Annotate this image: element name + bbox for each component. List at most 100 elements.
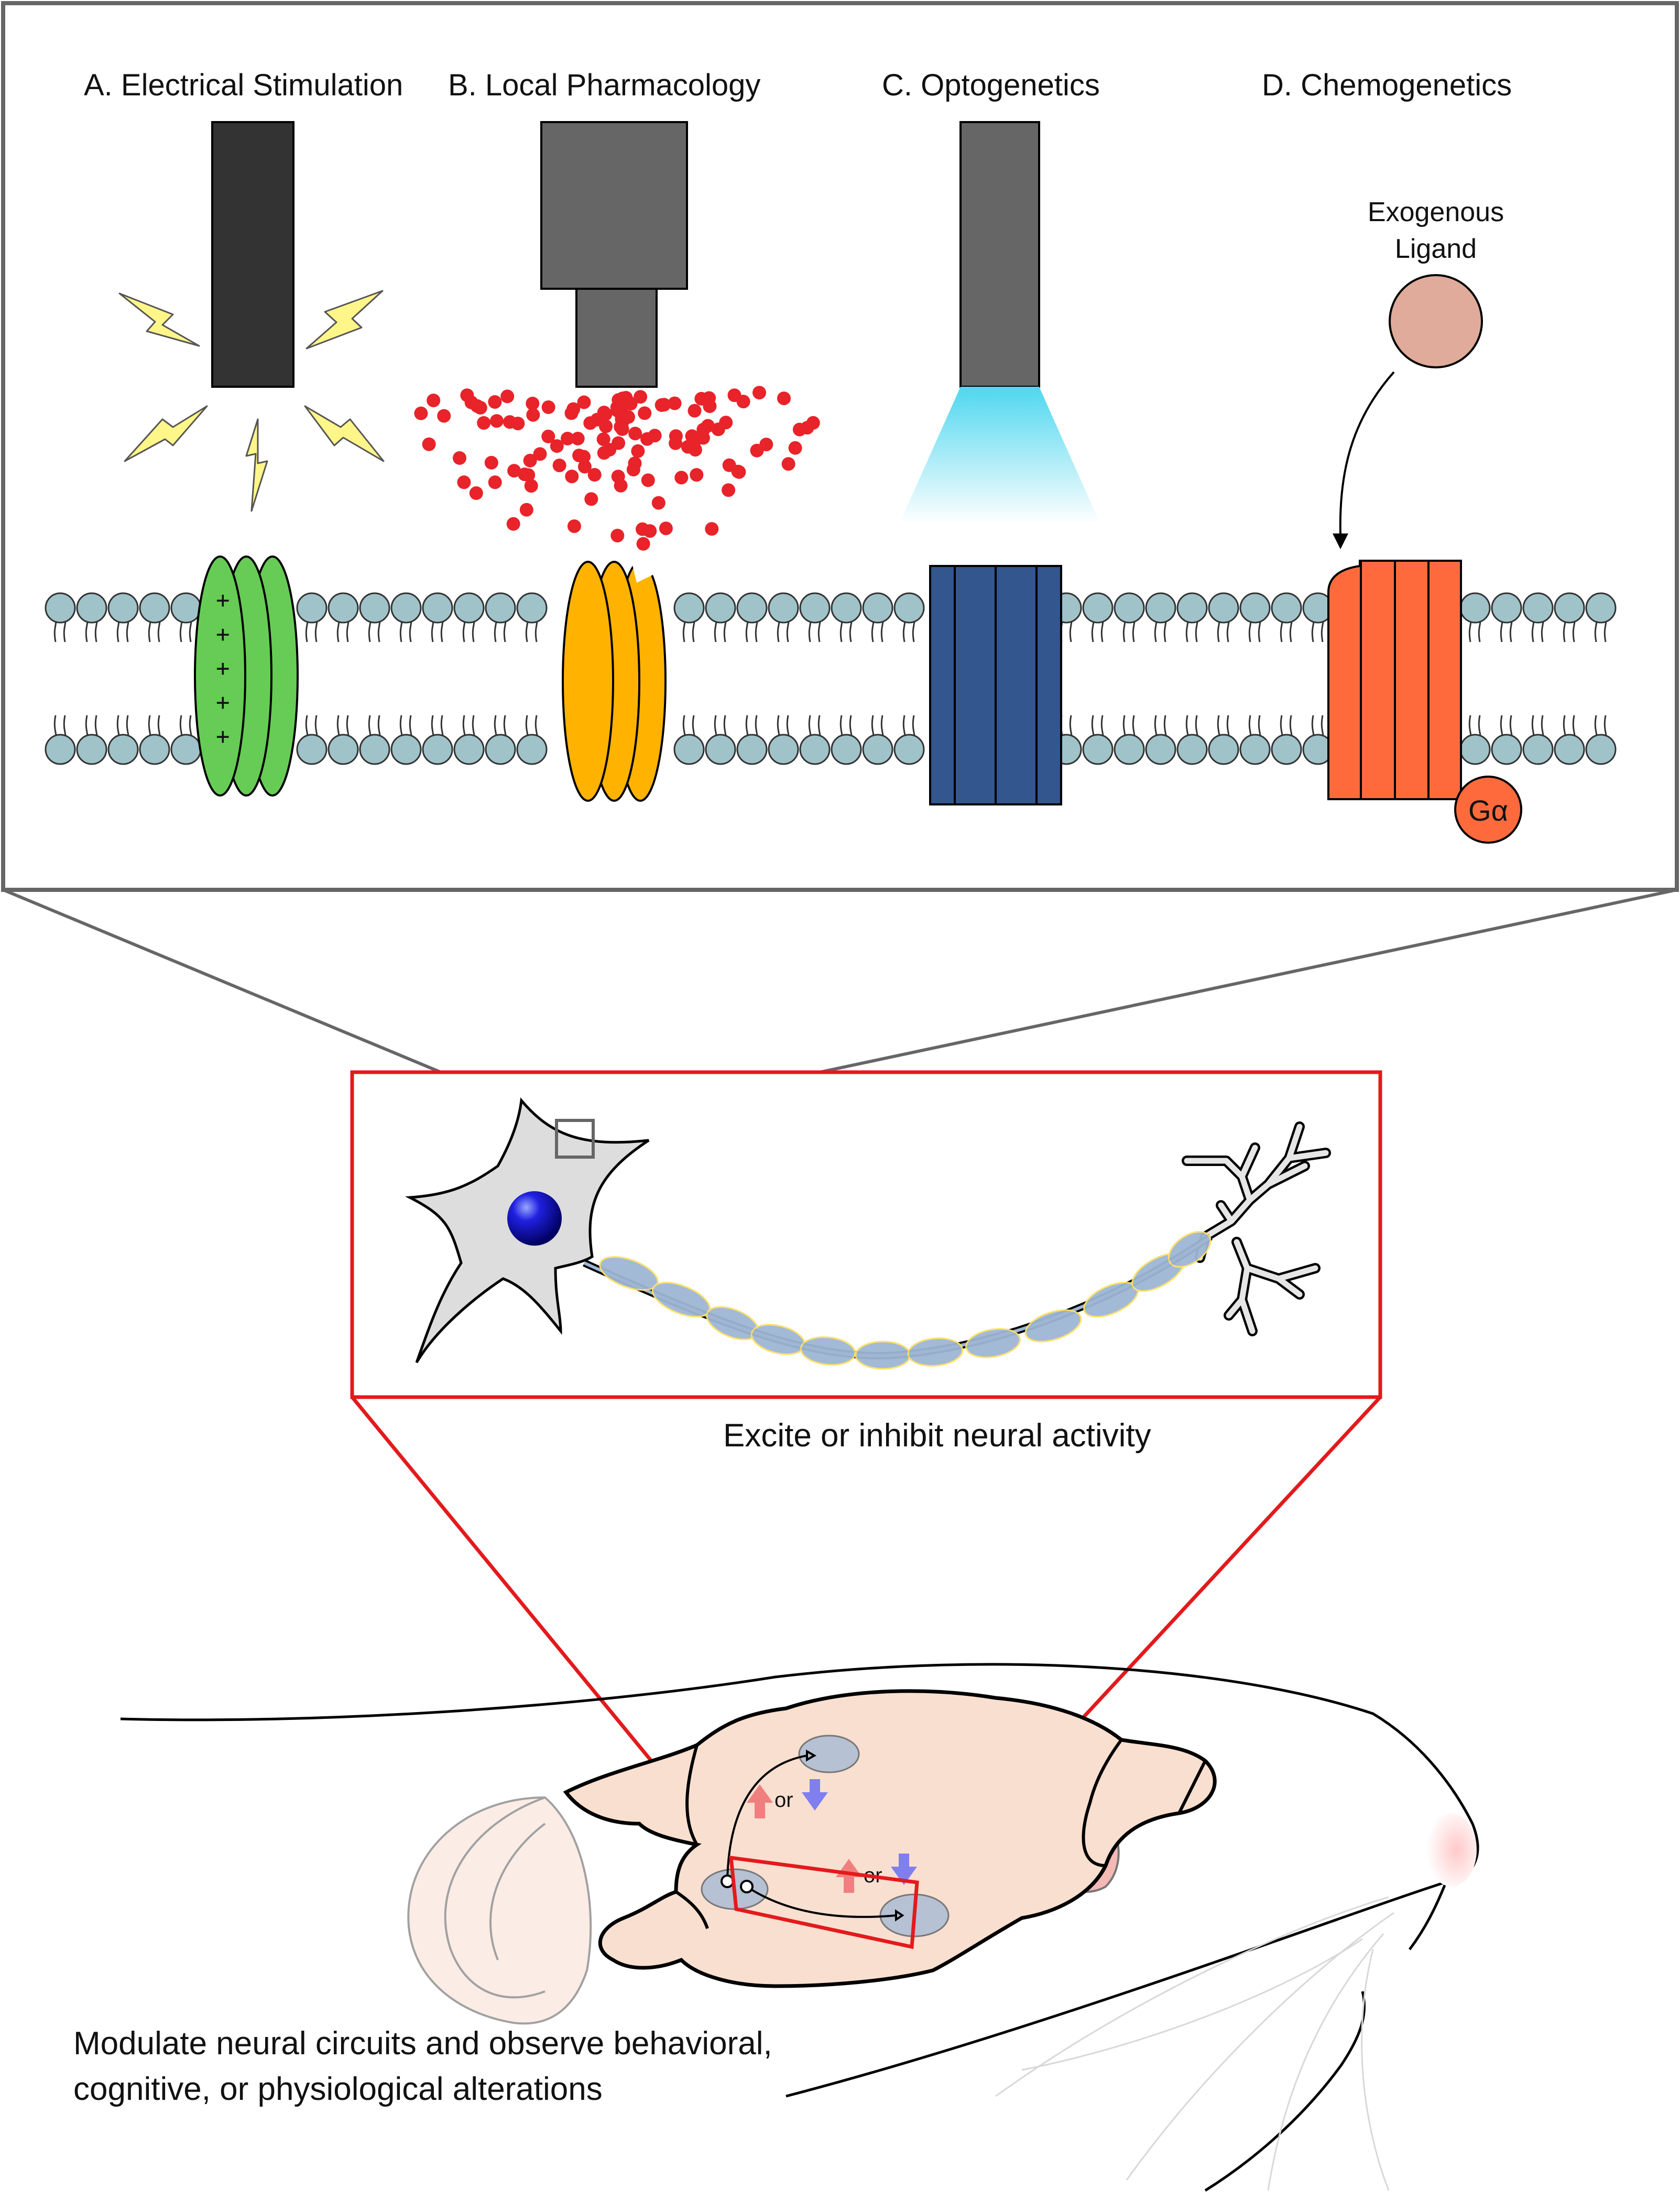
lipid-head [516,734,548,765]
drug-particle [541,429,555,443]
up-arrow-icon [836,1859,862,1893]
drug-particle [567,519,581,533]
lipid-head [1554,592,1585,624]
down-arrow-icon [891,1854,917,1885]
lipid-head [170,592,202,624]
lipid-head [1491,592,1522,624]
lipid-head [1271,592,1302,624]
lipid-head [45,592,76,624]
lipid-head [328,592,359,624]
drug-particle [587,468,602,482]
zoom-region-box [555,1119,595,1159]
neuron-caption: Excite or inhibit neural activity [723,1418,1151,1454]
drug-particle [598,407,613,421]
method-label-optogenetics: C. Optogenetics [882,68,1100,102]
lipid-head [516,592,548,624]
lipid-head [1208,592,1239,624]
lipid-head [736,592,768,624]
lightning-bolt-icon [124,405,208,462]
lipid-head [1208,734,1239,765]
positive-charges: + + + + + [216,587,230,750]
lipid-head [736,734,768,765]
whiskers [995,1896,1394,2191]
lipid-head [453,734,485,765]
lipid-head [76,734,107,765]
circuit-projections [726,1755,897,1918]
drug-particle [584,492,598,506]
drug-particle [752,386,766,400]
ligand-arrow [1339,371,1395,535]
brain-zoom-box [729,1855,919,1949]
plus-sign: + [216,587,230,614]
drug-particle [727,388,741,402]
lipid-head [139,734,170,765]
dreadd-receptor [1327,560,1462,800]
method-label-chemogenetics: D. Chemogenetics [1262,68,1512,102]
lipid-head [139,592,170,624]
drug-particle [526,408,540,422]
plus-sign: + [216,689,230,716]
lipid-head [1114,592,1145,624]
lipid-head [1271,734,1302,765]
drug-particle [732,465,746,479]
method-label-pharmacology: B. Local Pharmacology [448,68,760,102]
cerebellum [407,1796,592,2025]
lipid-head [1082,592,1114,624]
ligand-gated-channel [562,561,667,802]
lipid-head [1491,734,1522,765]
lipid-head [422,734,453,765]
drug-particle [688,404,702,418]
drug-particle [488,475,502,489]
lipid-head [296,592,328,624]
drug-particle [583,416,597,430]
lipid-head [799,734,831,765]
myelin-segment [907,1337,964,1367]
lipid-head [1082,734,1114,765]
down-arrow-icon [802,1779,828,1811]
drug-particles [414,386,820,551]
drug-particle [427,394,441,408]
myelin-segment [1168,1231,1212,1268]
g-alpha-label: Gα [1468,794,1508,827]
drug-particle [719,416,733,430]
drug-particle [636,537,650,551]
lipid-head [422,592,453,624]
lipid-head [893,734,925,765]
lipid-head [831,734,862,765]
drug-particle [519,503,533,517]
light-beam [899,387,1100,524]
myelin-segment [855,1341,911,1370]
up-arrow-icon [747,1784,773,1818]
drug-particle [615,412,629,426]
lipid-head [76,592,107,624]
drug-particle [571,431,585,445]
drug-particle [572,449,586,463]
drug-particle [507,464,521,478]
drug-particle [422,437,436,451]
lipid-head [831,592,862,624]
lipid-head [799,592,831,624]
drug-particle [500,389,515,404]
lipid-head [673,592,705,624]
drug-particle [577,460,592,474]
drug-particle [610,529,625,542]
lipid-head [673,734,705,765]
lipid-head [107,592,139,624]
drug-particle [533,447,547,461]
drug-particle [705,522,719,536]
drug-particle [489,414,504,428]
drug-particle [681,440,695,454]
drug-particle [414,406,428,420]
rat-head [120,1663,1479,2192]
lightning-bolt-icon [306,290,384,350]
drug-particle [624,397,638,411]
footer-caption-line1: Modulate neural circuits and observe beh… [73,2025,772,2062]
drug-particle [521,468,536,482]
lipid-head [1239,734,1271,765]
drug-particle [524,479,538,493]
cannula-body [540,121,688,290]
footer-caption-line2: cognitive, or physiological alterations [73,2071,603,2107]
lipid-head [1176,592,1208,624]
drug-particle [759,438,773,452]
plus-sign: + [216,621,230,648]
